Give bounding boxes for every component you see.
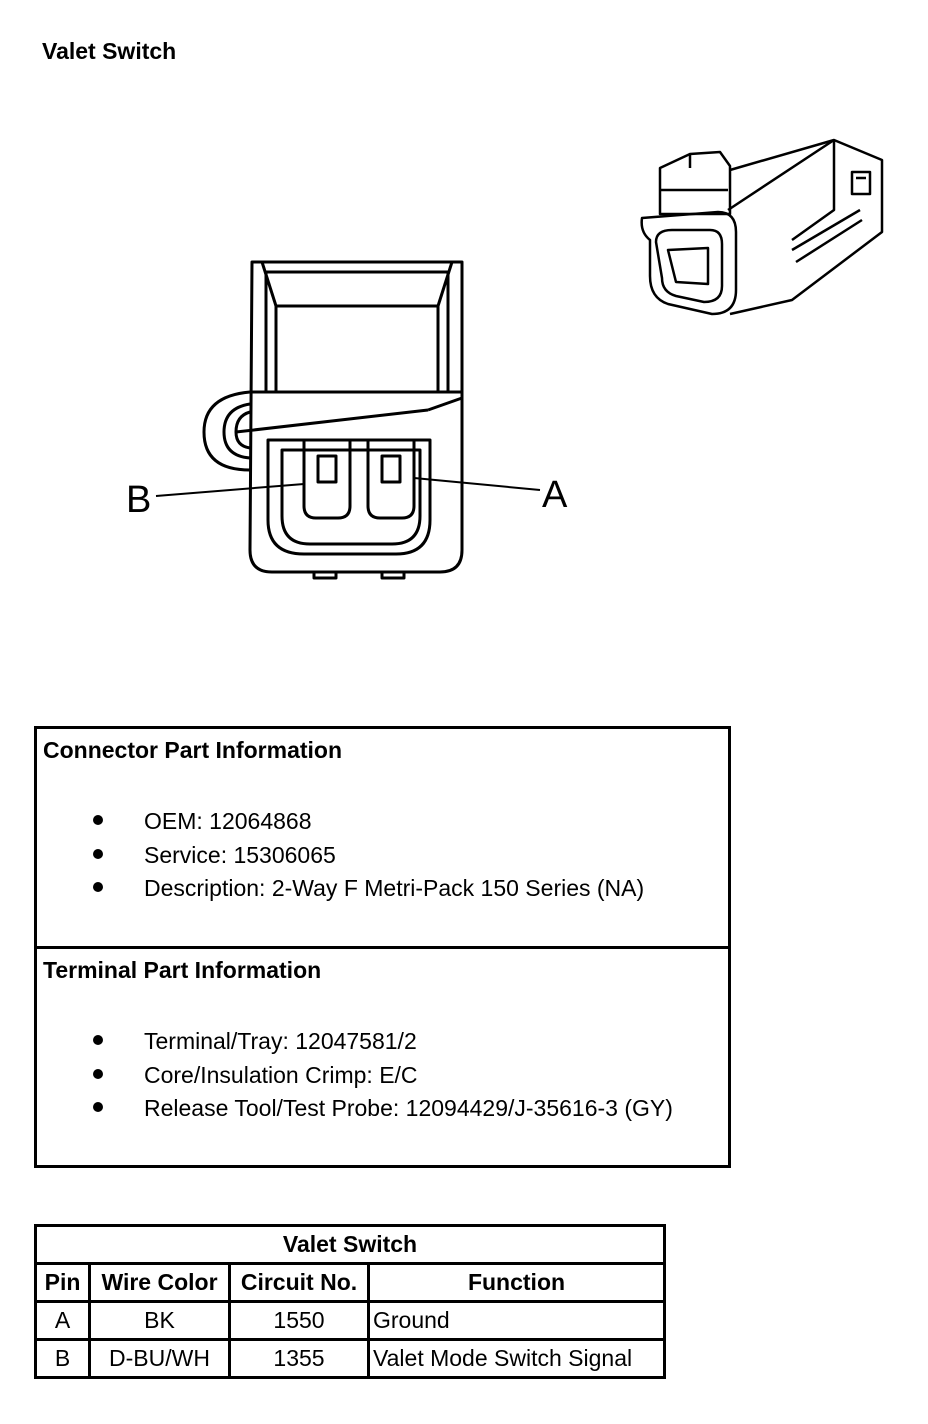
connector-info-heading: Connector Part Information (43, 737, 343, 763)
part-info-box: Connector Part Information OEM: 12064868… (34, 726, 731, 1168)
connector-oem: OEM: 12064868 (144, 808, 312, 834)
cell-wire-color: BK (88, 1300, 231, 1341)
connector-description: Description: 2-Way F Metri-Pack 150 Seri… (144, 875, 645, 901)
table-row: B D-BU/WH 1355 Valet Mode Switch Signal (34, 1338, 666, 1379)
list-item: Service: 15306065 (37, 841, 644, 875)
cell-function: Ground (367, 1300, 666, 1341)
connector-isometric-view (640, 138, 884, 316)
cell-pin: A (34, 1300, 91, 1341)
table-header-row: Pin Wire Color Circuit No. Function (34, 1262, 666, 1303)
pin-table: Valet Switch Pin Wire Color Circuit No. … (34, 1224, 666, 1379)
connector-diagram: B A (126, 138, 884, 580)
list-item: Description: 2-Way F Metri-Pack 150 Seri… (37, 874, 644, 908)
table-title-row: Valet Switch (34, 1224, 666, 1265)
cell-circuit-no: 1355 (228, 1338, 370, 1379)
terminal-info-heading: Terminal Part Information (43, 957, 322, 983)
connector-info-list: OEM: 12064868 Service: 15306065 Descript… (37, 807, 644, 908)
pin-label-a: A (542, 474, 568, 516)
list-item: Core/Insulation Crimp: E/C (37, 1061, 673, 1095)
cell-circuit-no: 1550 (228, 1300, 370, 1341)
connector-part-info: Connector Part Information OEM: 12064868… (37, 729, 728, 949)
header-pin: Pin (34, 1262, 91, 1303)
connector-face-view (155, 260, 541, 580)
header-wire-color: Wire Color (88, 1262, 231, 1303)
terminal-tray: Terminal/Tray: 12047581/2 (144, 1028, 417, 1054)
table-row: A BK 1550 Ground (34, 1300, 666, 1341)
terminal-info-list: Terminal/Tray: 12047581/2 Core/Insulatio… (37, 1027, 673, 1128)
terminal-part-info: Terminal Part Information Terminal/Tray:… (37, 949, 728, 1165)
list-item: OEM: 12064868 (37, 807, 644, 841)
pin-label-b: B (126, 479, 151, 521)
header-circuit-no: Circuit No. (228, 1262, 370, 1303)
cell-function: Valet Mode Switch Signal (367, 1338, 666, 1379)
cell-pin: B (34, 1338, 91, 1379)
header-function: Function (367, 1262, 666, 1303)
terminal-release-tool: Release Tool/Test Probe: 12094429/J-3561… (144, 1095, 673, 1121)
list-item: Release Tool/Test Probe: 12094429/J-3561… (37, 1094, 673, 1128)
list-item: Terminal/Tray: 12047581/2 (37, 1027, 673, 1061)
page-title: Valet Switch (42, 38, 177, 64)
bullet-icon (93, 815, 103, 825)
terminal-crimp: Core/Insulation Crimp: E/C (144, 1061, 418, 1088)
cell-wire-color: D-BU/WH (88, 1338, 231, 1379)
bullet-icon (93, 1035, 103, 1045)
bullet-icon (93, 1102, 103, 1112)
bullet-icon (93, 1068, 103, 1079)
connector-service: Service: 15306065 (144, 841, 336, 868)
bullet-icon (93, 848, 103, 859)
bullet-icon (93, 882, 103, 892)
table-title: Valet Switch (34, 1224, 666, 1265)
